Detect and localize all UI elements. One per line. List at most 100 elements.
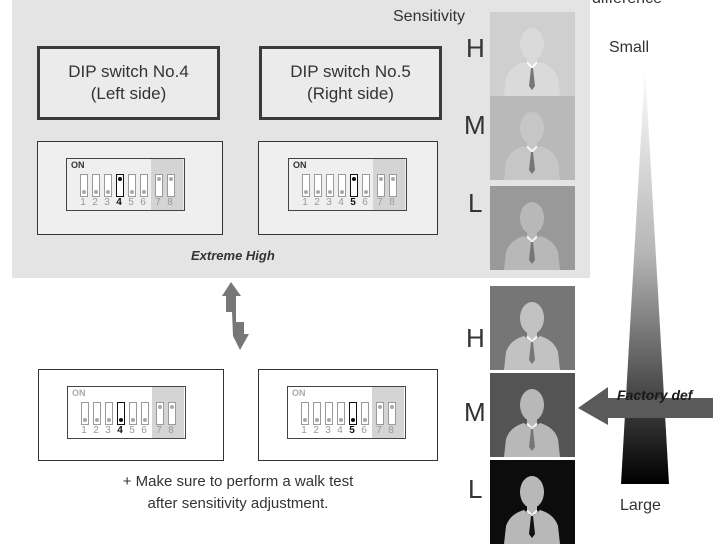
scale-large-label: Large (620, 497, 661, 514)
person-silhouette-icon (504, 389, 560, 457)
dip-switch-lever (155, 174, 163, 197)
dip-switch-lever (81, 402, 89, 425)
mode-label: Extreme High (191, 248, 275, 263)
person-contrast-tile (490, 96, 575, 180)
switch-position-dot (379, 177, 383, 181)
dip-switch-lever (301, 402, 309, 425)
scale-small-label: Small (609, 39, 650, 56)
switch-position-dot (352, 177, 356, 181)
level-l-bottom: L (468, 474, 483, 504)
dip-switch-lever (338, 174, 346, 197)
switch-position-dot (327, 418, 331, 422)
dip-switch-lever (349, 402, 357, 425)
on-label: ON (293, 160, 307, 170)
switch-position-dot (316, 190, 320, 194)
level-h-bottom: H (466, 323, 485, 353)
dip-switch-lever (156, 402, 164, 425)
switch-position-dot (364, 190, 368, 194)
switch-position-dot (82, 190, 86, 194)
person-contrast-tile (490, 186, 575, 270)
box-subtitle: (Left side) (90, 84, 167, 103)
switch-position-dot (130, 190, 134, 194)
switch-number-label: 5 (129, 425, 135, 436)
dip-switch-lever (116, 174, 124, 197)
switch-number-label: 2 (92, 197, 98, 208)
dip-switch-lever (314, 174, 322, 197)
switch-number-label: 8 (167, 197, 173, 208)
switch-position-dot (339, 418, 343, 422)
switch-number-label: 6 (140, 197, 146, 208)
switch-number-label: 6 (361, 425, 367, 436)
switch-position-dot (106, 190, 110, 194)
box-title: DIP switch No.5 (290, 62, 411, 81)
level-h-top: H (466, 33, 485, 63)
switch-position-dot (83, 418, 87, 422)
box-title: DIP switch No.4 (68, 62, 189, 81)
switch-number-label: 1 (81, 425, 87, 436)
switch-number-label: 2 (313, 425, 319, 436)
sensitivity-label: Sensitivity (393, 8, 466, 25)
switch-number-label: 2 (93, 425, 99, 436)
switch-position-dot (158, 405, 162, 409)
dip-switch-4-title-box: DIP switch No.4 (Left side) (37, 46, 220, 120)
switch-position-dot (328, 190, 332, 194)
walk-test-note-line1: + Make sure to perform a walk test (122, 473, 354, 490)
switch-position-dot (119, 418, 123, 422)
switch-number-label: 4 (116, 197, 122, 208)
switch-number-label: 6 (141, 425, 147, 436)
factory-default-arrow-icon (578, 387, 713, 425)
switch-number-label: 7 (156, 425, 162, 436)
switch-position-dot (142, 190, 146, 194)
dip-switch-lever (362, 174, 370, 197)
switch-number-label: 1 (301, 425, 307, 436)
dip-switch-lever (337, 402, 345, 425)
switch-number-label: 7 (155, 197, 161, 208)
switch-position-dot (170, 405, 174, 409)
switch-number-label: 3 (326, 197, 332, 208)
walk-test-note-line2: after sensitivity adjustment. (147, 495, 329, 512)
dip-switch-lever (128, 174, 136, 197)
switch-number-label: 2 (314, 197, 320, 208)
dip-switch-lever (167, 174, 175, 197)
box-subtitle: (Right side) (307, 84, 394, 103)
switch-number-label: 3 (104, 197, 110, 208)
person-contrast-tile (490, 12, 575, 96)
switch-number-label: 3 (325, 425, 331, 436)
dip-switch-lever (325, 402, 333, 425)
dip-switch-lever (377, 174, 385, 197)
switch-position-dot (390, 405, 394, 409)
person-silhouette-icon (504, 28, 560, 96)
switch-number-label: 1 (302, 197, 308, 208)
switch-number-label: 7 (376, 425, 382, 436)
switch-number-label: 5 (128, 197, 134, 208)
switch-position-dot (363, 418, 367, 422)
dip-switch-lever (141, 402, 149, 425)
switch-position-dot (118, 177, 122, 181)
dip-switch-lever (388, 402, 396, 425)
dip-switch-lever (92, 174, 100, 197)
switch-position-dot (303, 418, 307, 422)
level-l-top: L (468, 188, 483, 218)
dip-switch-lever (80, 174, 88, 197)
switch-position-dot (378, 405, 382, 409)
factory-default-label: Factory def (617, 387, 693, 403)
person-silhouette-icon (504, 202, 560, 270)
dip-switch-lever (313, 402, 321, 425)
switch-position-dot (143, 418, 147, 422)
level-m-top: M (464, 110, 486, 140)
difference-gradient-wedge (621, 66, 669, 484)
switch-number-label: 4 (337, 425, 343, 436)
switch-position-dot (315, 418, 319, 422)
switch-number-label: 5 (350, 197, 356, 208)
dip-switch-lever (93, 402, 101, 425)
person-contrast-tile (490, 286, 575, 370)
switch-number-label: 3 (105, 425, 111, 436)
person-contrast-tile (490, 460, 575, 544)
toggle-arrow-icon (222, 282, 249, 350)
dip-switch-lever (302, 174, 310, 197)
switch-number-label: 7 (377, 197, 383, 208)
